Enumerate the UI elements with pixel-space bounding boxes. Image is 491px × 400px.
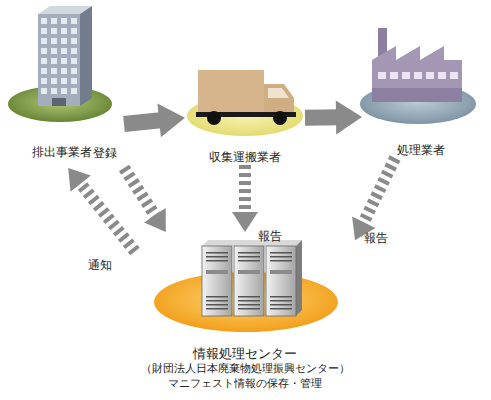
arrow-shaft xyxy=(124,168,157,218)
arrow-head xyxy=(144,208,166,232)
arrow-shaft xyxy=(79,181,135,251)
node-title: 情報処理センター xyxy=(193,345,297,363)
arrow-head xyxy=(68,168,91,192)
arrow-shaft xyxy=(362,158,395,225)
actor-node: 収集運搬業者 xyxy=(185,60,305,165)
edge-label: 報告 xyxy=(258,227,282,244)
node-title: 処理業者 xyxy=(397,142,445,158)
node-title: 排出事業者 xyxy=(32,144,92,160)
node-title: 収集運搬業者 xyxy=(209,149,281,165)
node-subtitle: マニフェスト情報の保存・管理 xyxy=(168,377,322,392)
truck-icon xyxy=(196,70,296,125)
flow-arrow xyxy=(305,100,362,134)
flow-arrow xyxy=(124,168,166,232)
edge-label: 登録 xyxy=(93,145,117,162)
arrow-shaft xyxy=(305,109,340,125)
factory-icon xyxy=(372,28,462,102)
actor-node: 情報処理センター（財団法人日本廃棄物処理振興センター）マニフェスト情報の保存・管… xyxy=(135,232,355,395)
edge-label: 通知 xyxy=(88,256,112,273)
arrow-head xyxy=(157,104,185,138)
flow-arrow xyxy=(352,158,395,240)
arrow-shaft xyxy=(124,120,163,124)
arrow-shaft xyxy=(239,165,251,215)
actor-node: 処理業者 xyxy=(362,30,480,158)
actor-node: 排出事業者 xyxy=(0,5,124,168)
server-icon xyxy=(202,240,302,316)
ground-ellipse xyxy=(360,84,476,124)
flow-arrow xyxy=(68,168,135,252)
flow-arrow xyxy=(124,104,185,138)
arrow-head xyxy=(336,100,362,134)
node-subtitle: （財団法人日本廃棄物処理振興センター） xyxy=(141,362,350,377)
arrow-head xyxy=(232,212,258,232)
edge-label: 報告 xyxy=(364,230,388,247)
building-icon xyxy=(38,6,92,106)
flow-arrow xyxy=(232,165,258,232)
